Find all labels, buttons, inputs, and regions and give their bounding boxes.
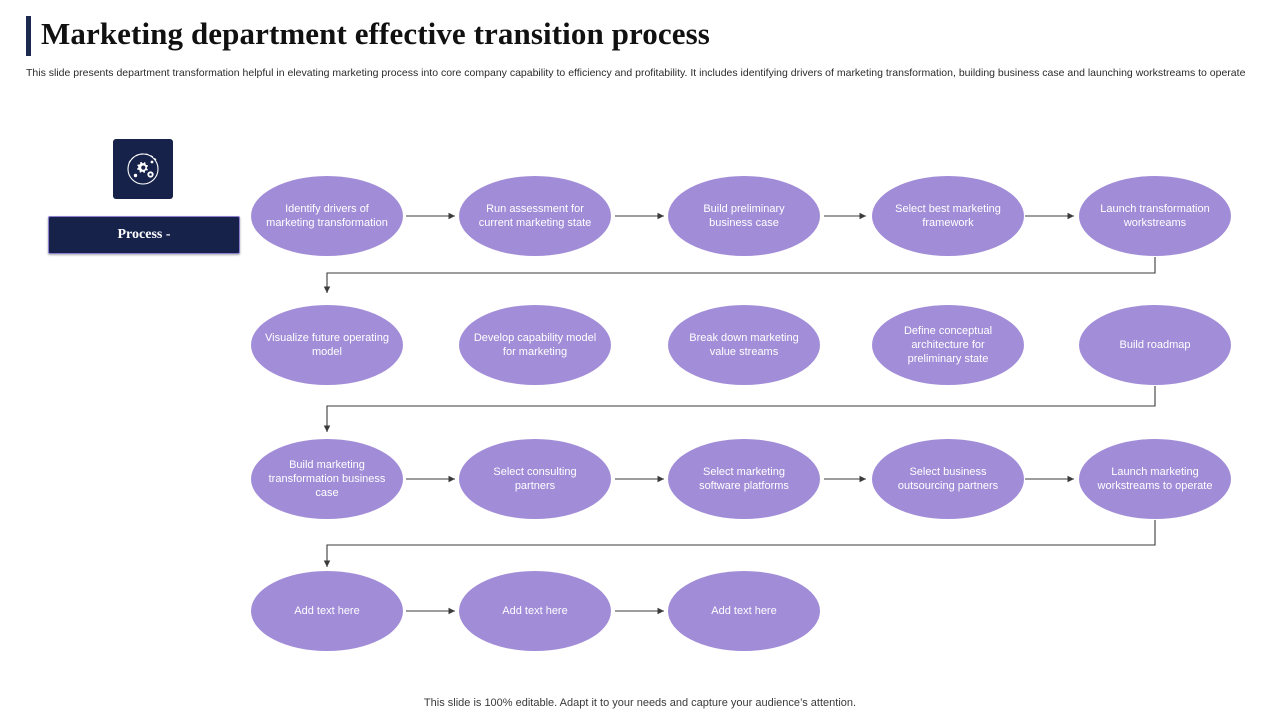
flow-node-r4c3[interactable]: Add text here <box>668 571 820 651</box>
flow-node-r2c2[interactable]: Develop capability model for marketing <box>459 305 611 385</box>
flow-node-r2c5[interactable]: Build roadmap <box>1079 305 1231 385</box>
flow-node-r2c1[interactable]: Visualize future operating model <box>251 305 403 385</box>
flow-node-r4c1[interactable]: Add text here <box>251 571 403 651</box>
process-label-text: Process - <box>117 227 171 242</box>
flow-node-r1c2[interactable]: Run assessment for current marketing sta… <box>459 176 611 256</box>
title-bar: Marketing department effective transitio… <box>26 14 1256 56</box>
flow-node-r3c1[interactable]: Build marketing transformation business … <box>251 439 403 519</box>
flow-node-r4c2[interactable]: Add text here <box>459 571 611 651</box>
flow-node-r3c4[interactable]: Select business outsourcing partners <box>872 439 1024 519</box>
flow-node-r1c5[interactable]: Launch transformation workstreams <box>1079 176 1231 256</box>
flow-node-r2c4[interactable]: Define conceptual architecture for preli… <box>872 305 1024 385</box>
flow-node-r3c2[interactable]: Select consulting partners <box>459 439 611 519</box>
process-label-badge: Process - <box>48 216 240 254</box>
flow-node-r2c3[interactable]: Break down marketing value streams <box>668 305 820 385</box>
flow-node-r3c3[interactable]: Select marketing software platforms <box>668 439 820 519</box>
footer-note: This slide is 100% editable. Adapt it to… <box>423 697 857 709</box>
flow-node-r1c1[interactable]: Identify drivers of marketing transforma… <box>251 176 403 256</box>
flow-node-r1c3[interactable]: Build preliminary business case <box>668 176 820 256</box>
page-title: Marketing department effective transitio… <box>41 16 710 51</box>
flow-node-r3c5[interactable]: Launch marketing workstreams to operate <box>1079 439 1231 519</box>
title-accent-rule <box>26 16 31 56</box>
flow-node-r1c4[interactable]: Select best marketing framework <box>872 176 1024 256</box>
page-subtitle: This slide presents department transform… <box>26 67 1246 79</box>
gear-network-icon <box>113 139 173 199</box>
